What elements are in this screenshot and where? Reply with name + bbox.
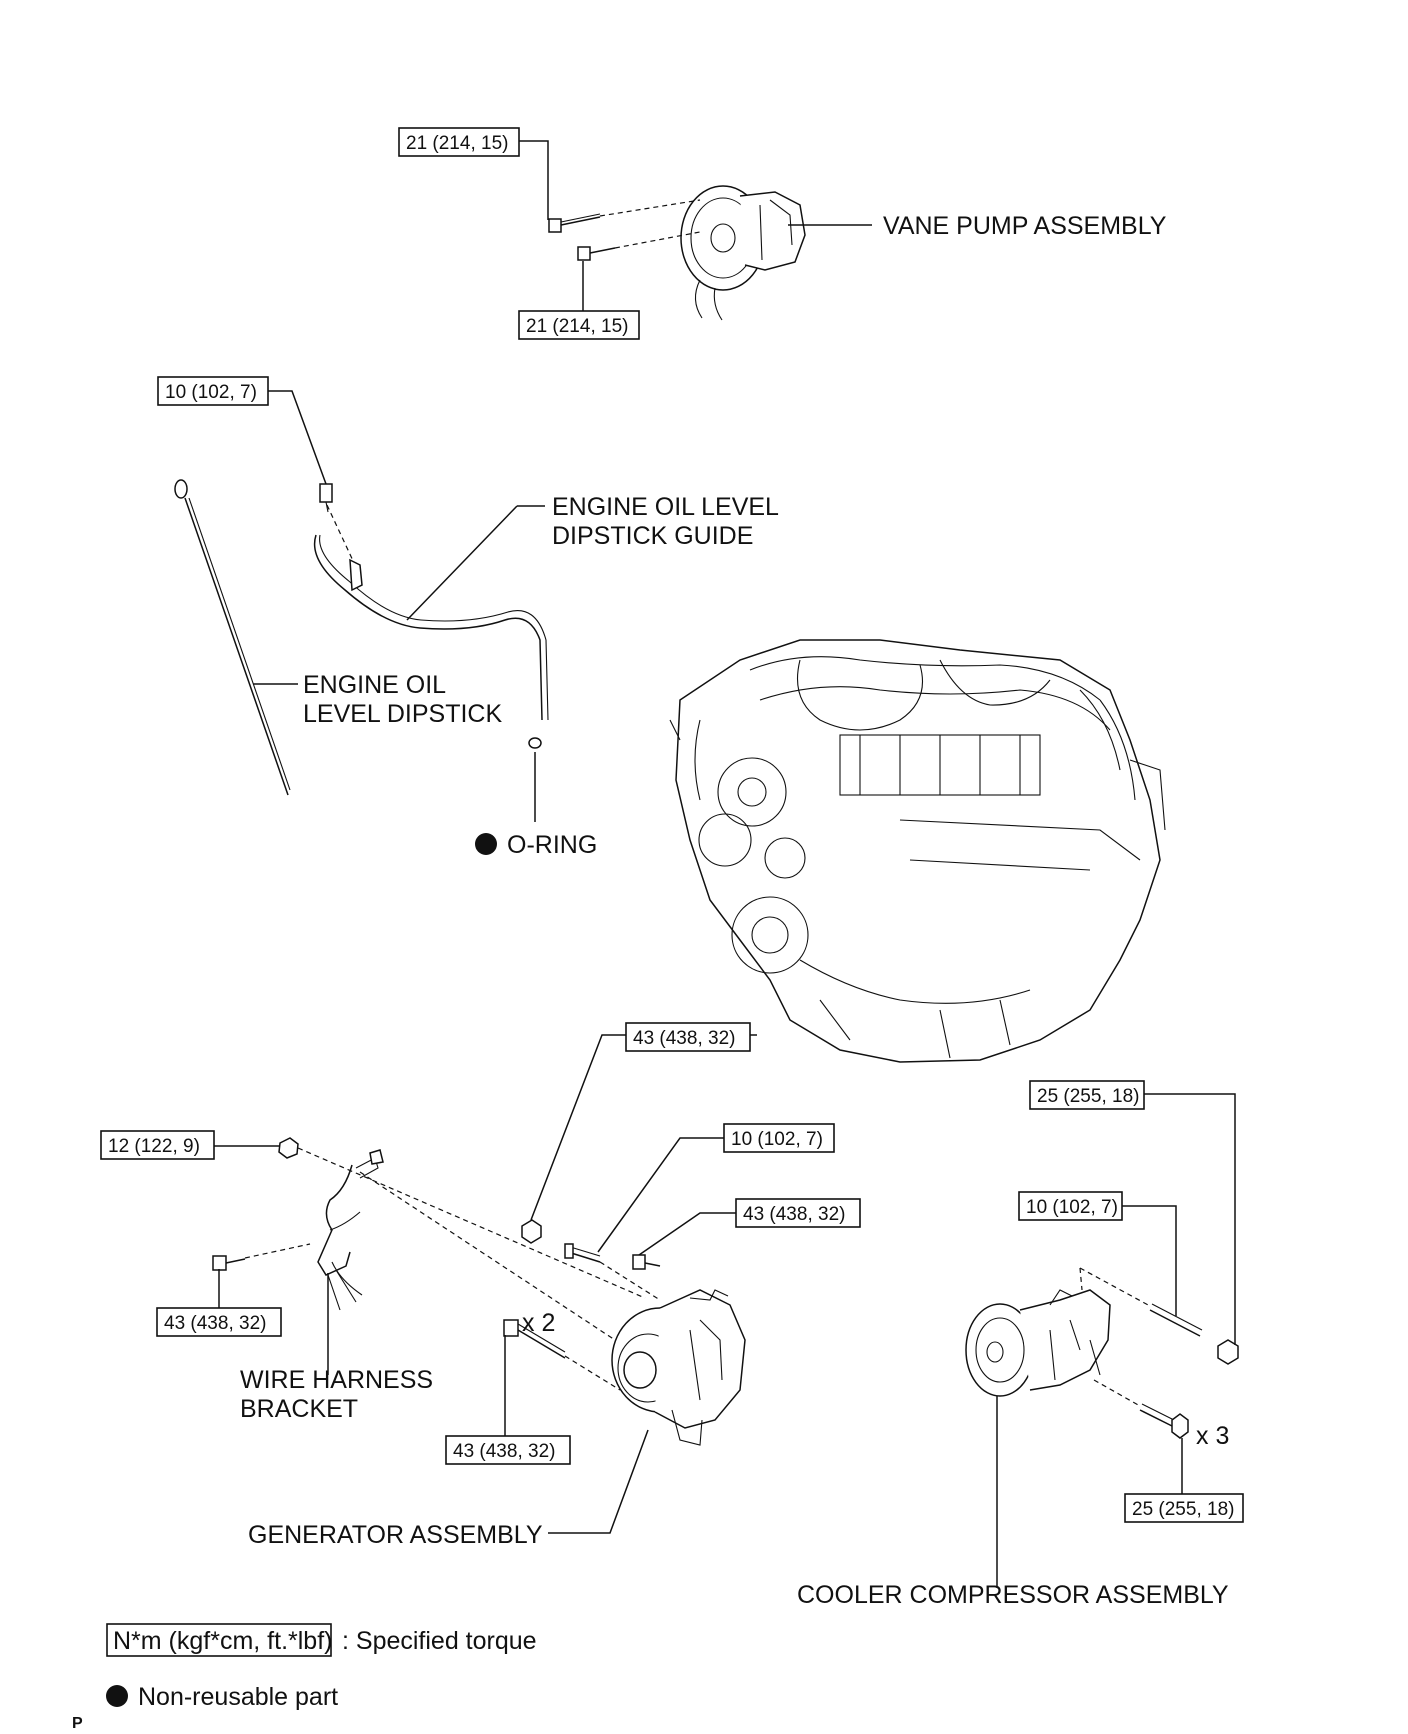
- torque-box-compressor-bolts: [1124, 1493, 1244, 1523]
- torque-box-dipstick-guide: [157, 376, 269, 406]
- harness-bolt: [212, 1255, 246, 1271]
- torque-generator-stud: 10 (102, 7): [731, 1129, 823, 1150]
- torque-box-generator-stud: [723, 1123, 835, 1153]
- torque-box-harness-bolt: [156, 1307, 282, 1337]
- harness-nut: [278, 1137, 299, 1159]
- torque-box-harness-nut: [100, 1130, 215, 1160]
- cooler-compressor-assembly-part: [965, 1289, 1111, 1397]
- torque-vane-pump-upper: 21 (214, 15): [406, 133, 508, 154]
- legend-torque-unit: N*m (kgf*cm, ft.*lbf): [113, 1627, 332, 1655]
- generator-lower-bolt: [503, 1319, 566, 1359]
- generator-right-bolt: [632, 1254, 661, 1270]
- engine-oil-level-dipstick: [174, 479, 291, 796]
- generator-assembly-part: [611, 1289, 746, 1446]
- compressor-stud: [1149, 1303, 1203, 1337]
- torque-box-compressor-stud: [1018, 1191, 1123, 1221]
- torque-box-generator-nut-upper: [625, 1022, 751, 1052]
- corner-mark: P: [72, 1715, 83, 1732]
- torque-compressor-bolts: 25 (255, 18): [1132, 1499, 1234, 1520]
- torque-generator-bolt-lower: 43 (438, 32): [453, 1441, 555, 1462]
- qty-compressor-bolts: x 3: [1196, 1422, 1229, 1450]
- torque-box-compressor-nut: [1029, 1080, 1145, 1110]
- vane-pump-assembly: [680, 185, 806, 321]
- label-cooler-compressor-assembly: COOLER COMPRESSOR ASSEMBLY: [797, 1581, 1229, 1609]
- wire-harness-bracket-part: [317, 1149, 384, 1311]
- o-ring-part: [528, 737, 542, 749]
- generator-upper-nut: [521, 1219, 542, 1244]
- engine-block-illustration: [669, 639, 1166, 1063]
- torque-dipstick-guide-bolt: 10 (102, 7): [165, 382, 257, 403]
- vane-pump-lower-bolt: [577, 246, 616, 261]
- torque-box-vane-pump-lower: [518, 310, 640, 340]
- legend-nonreusable-text: Non-reusable part: [138, 1683, 338, 1711]
- vane-pump-upper-bolt: [548, 213, 601, 233]
- label-o-ring: O-RING: [507, 831, 597, 859]
- label-generator-assembly: GENERATOR ASSEMBLY: [248, 1521, 543, 1549]
- generator-stud: [564, 1243, 601, 1263]
- compressor-nut: [1217, 1339, 1239, 1365]
- torque-generator-nut-upper: 43 (438, 32): [633, 1028, 735, 1049]
- dipstick-guide-bolt: [319, 483, 333, 513]
- legend-torque-text: : Specified torque: [342, 1627, 537, 1655]
- label-dipstick-line1: ENGINE OIL: [303, 671, 446, 699]
- label-dipstick-guide-line2: DIPSTICK GUIDE: [552, 522, 753, 550]
- torque-box-generator-bolt-lower: [445, 1435, 571, 1465]
- qty-generator-bolts: x 2: [522, 1309, 555, 1337]
- torque-box-generator-bolt-right: [735, 1198, 861, 1228]
- label-wire-harness-line2: BRACKET: [240, 1395, 358, 1423]
- non-reusable-dot-o-ring: [475, 833, 497, 855]
- torque-harness-bolt: 43 (438, 32): [164, 1313, 266, 1334]
- torque-harness-nut: 12 (122, 9): [108, 1136, 200, 1157]
- label-wire-harness-line1: WIRE HARNESS: [240, 1366, 433, 1394]
- torque-generator-bolt-right: 43 (438, 32): [743, 1204, 845, 1225]
- torque-vane-pump-lower: 21 (214, 15): [526, 316, 628, 337]
- compressor-bolt: [1139, 1403, 1189, 1439]
- label-dipstick-line2: LEVEL DIPSTICK: [303, 700, 502, 728]
- legend-torque-box: [106, 1623, 332, 1657]
- legend-non-reusable-dot: [106, 1685, 128, 1707]
- torque-compressor-nut: 25 (255, 18): [1037, 1086, 1139, 1107]
- label-vane-pump-assembly: VANE PUMP ASSEMBLY: [883, 212, 1167, 240]
- torque-compressor-stud: 10 (102, 7): [1026, 1197, 1118, 1218]
- torque-box-vane-pump-upper: [398, 127, 520, 157]
- label-dipstick-guide-line1: ENGINE OIL LEVEL: [552, 493, 779, 521]
